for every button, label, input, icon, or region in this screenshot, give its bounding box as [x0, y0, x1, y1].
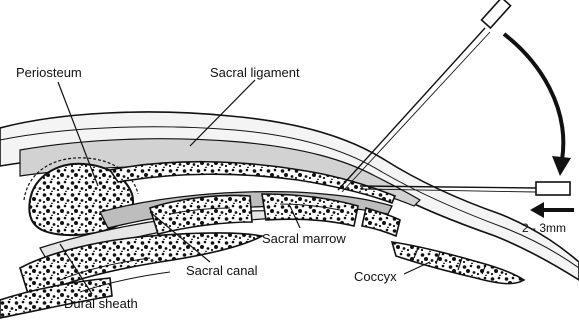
needle-flat-hub — [536, 182, 570, 195]
label-sacral-canal: Sacral canal — [186, 264, 258, 277]
label-periosteum: Periosteum — [16, 66, 82, 79]
label-coccyx: Coccyx — [354, 270, 397, 283]
label-sacral-marrow: Sacral marrow — [262, 232, 346, 245]
leader-coccyx — [404, 262, 430, 274]
needle-angled-shaft — [338, 28, 485, 190]
label-distance: 2 - 3mm — [522, 222, 566, 234]
label-dural-sheath: Dural sheath — [64, 297, 138, 310]
curved-arrow-head — [552, 156, 571, 176]
sacral-segment-3 — [362, 208, 400, 236]
left-arrow-head — [530, 202, 544, 218]
needle-angled-hub — [482, 0, 511, 28]
coccyx-bone — [392, 242, 524, 284]
label-sacral-ligament: Sacral ligament — [210, 66, 300, 79]
needle-angled-shaft-edge — [342, 32, 490, 192]
curved-arrow-icon — [504, 34, 563, 160]
